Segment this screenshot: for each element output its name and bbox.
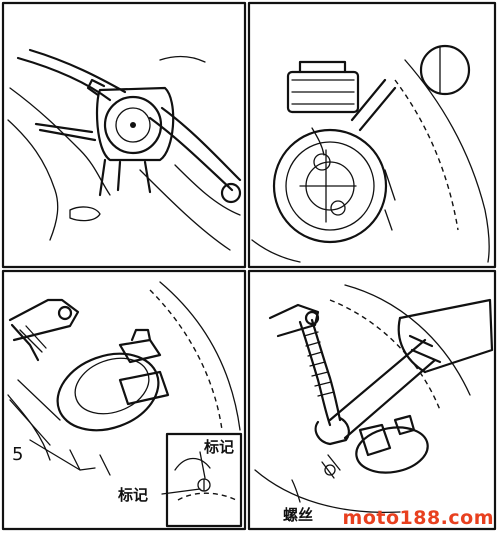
step-number: 5 (12, 444, 23, 465)
panel-bottom-left-mark-alignment (7, 281, 243, 528)
watermark: moto188.com (342, 507, 494, 529)
panel-top-right-pulley-marks (251, 44, 490, 263)
label-screw: 螺丝 (283, 506, 313, 524)
panel-frames (1, 1, 497, 531)
label-mark-inset: 标记 (203, 438, 234, 456)
panel-bottom-right-wrench-on-screw (254, 284, 494, 514)
panel-top-left-wrench-on-nut (7, 48, 242, 251)
label-mark-arrow: 标记 (117, 486, 148, 504)
